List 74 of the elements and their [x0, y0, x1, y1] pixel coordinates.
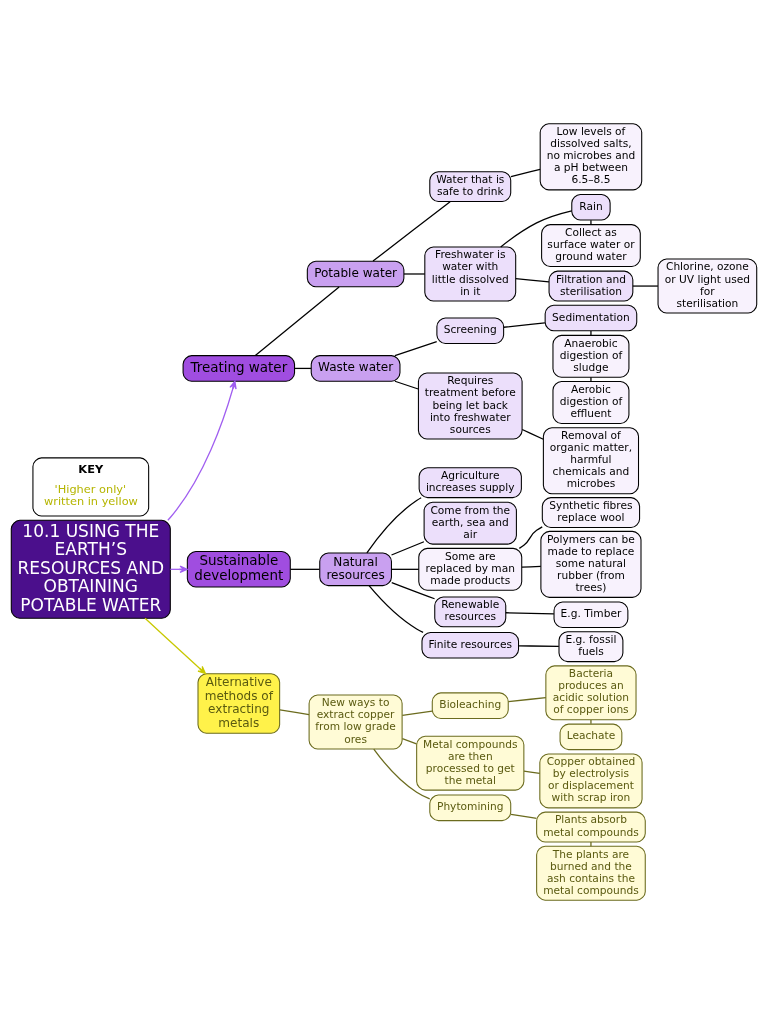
node-box: Water that is safe to drink — [429, 171, 512, 203]
node-box: Requires treatment before being let back into freshwater sources — [417, 372, 523, 440]
connector — [372, 201, 451, 262]
connector — [403, 273, 426, 275]
connector — [390, 568, 420, 570]
node-box: Bacteria produces an acidic solution of copper ions — [545, 665, 637, 721]
node-box: Metal compounds are then processed to get the metal — [416, 735, 525, 791]
connector — [510, 168, 541, 178]
node-box: Treating water — [182, 355, 296, 382]
connector — [590, 330, 592, 336]
node-box: E.g. Timber — [553, 601, 629, 629]
connector — [521, 565, 542, 568]
node-box: Polymers can be made to replace some natural rubber (from trees) — [540, 530, 642, 598]
connector — [373, 748, 431, 800]
connector — [518, 526, 543, 549]
connector — [394, 380, 419, 390]
node-box: Sustainable development — [186, 551, 291, 588]
node-box: Some are replaced by man made products — [418, 547, 523, 591]
node-box: Come from the earth, sea and air — [423, 501, 517, 545]
connector — [590, 841, 592, 847]
arrow — [167, 380, 237, 521]
node-box: Finite resources — [421, 632, 520, 659]
node-box: Bioleaching — [431, 692, 509, 719]
node-box: Phytomining — [429, 794, 512, 822]
connector — [254, 286, 340, 357]
arrow — [144, 617, 206, 675]
node-box: E.g. fossil fuels — [558, 631, 624, 663]
node-box: Sedimentation — [544, 304, 638, 332]
connector — [590, 719, 592, 725]
connector — [391, 582, 436, 600]
connector — [503, 322, 546, 328]
node-box: Synthetic fibres replace wool — [541, 497, 641, 528]
node-box: Collect as surface water or ground water — [541, 224, 641, 268]
node-box: Filtration and sterilisation — [548, 270, 634, 302]
connector — [279, 709, 310, 716]
node-box: Aerobic digestion of effluent — [552, 381, 630, 424]
node-box: Leachate — [559, 723, 623, 751]
connector — [390, 541, 425, 556]
node-box: Screening — [436, 317, 505, 345]
connector — [590, 219, 592, 226]
node-box: Waste water — [310, 355, 401, 382]
node-box: Low levels of dissolved salts, no microbes and a pH between 6.5–8.5 — [539, 123, 643, 191]
connector — [507, 696, 547, 703]
node-box: Rain — [571, 193, 611, 221]
node-box: Plants absorb metal compounds — [536, 811, 646, 843]
connector — [368, 585, 424, 634]
node-box: New ways to extract copper from low grade ores — [308, 694, 403, 750]
node-box: Agriculture increases supply — [418, 467, 522, 499]
connector — [366, 497, 422, 554]
node-box: Potable water — [306, 260, 405, 288]
connector — [632, 285, 659, 287]
node-box: Copper obtained by electrolysis or displacement with scrap iron — [539, 753, 643, 809]
node-box: KEY 'Higher only' written in yellow — [32, 457, 150, 517]
node-box: Natural resources — [319, 552, 392, 587]
node-box: 10.1 USING THE EARTH’S RESOURCES AND OBTAINING POTABLE WATER — [10, 519, 171, 619]
connector — [518, 645, 560, 647]
connector — [500, 210, 573, 248]
connector — [401, 738, 418, 745]
node-box: Freshwater is water with little dissolved in it — [424, 246, 517, 302]
connector — [401, 710, 433, 716]
node-box: Renewable resources — [434, 596, 507, 628]
connector — [523, 770, 541, 774]
connector — [510, 813, 538, 820]
node-box: Chlorine, ozone or UV light used for sterilisation — [657, 258, 758, 314]
connector — [590, 376, 592, 383]
connector — [289, 568, 321, 570]
connector — [515, 277, 550, 283]
connector — [505, 612, 555, 615]
node-box: The plants are burned and the ash contains the metal compounds — [536, 845, 646, 901]
node-box: Anaerobic digestion of sludge — [552, 334, 630, 378]
connector — [521, 428, 544, 440]
node-box: Alternative methods of extracting metals — [197, 673, 281, 734]
node-box: Removal of organic matter, harmful chemicals and microbes — [542, 427, 640, 495]
connector — [394, 341, 438, 357]
